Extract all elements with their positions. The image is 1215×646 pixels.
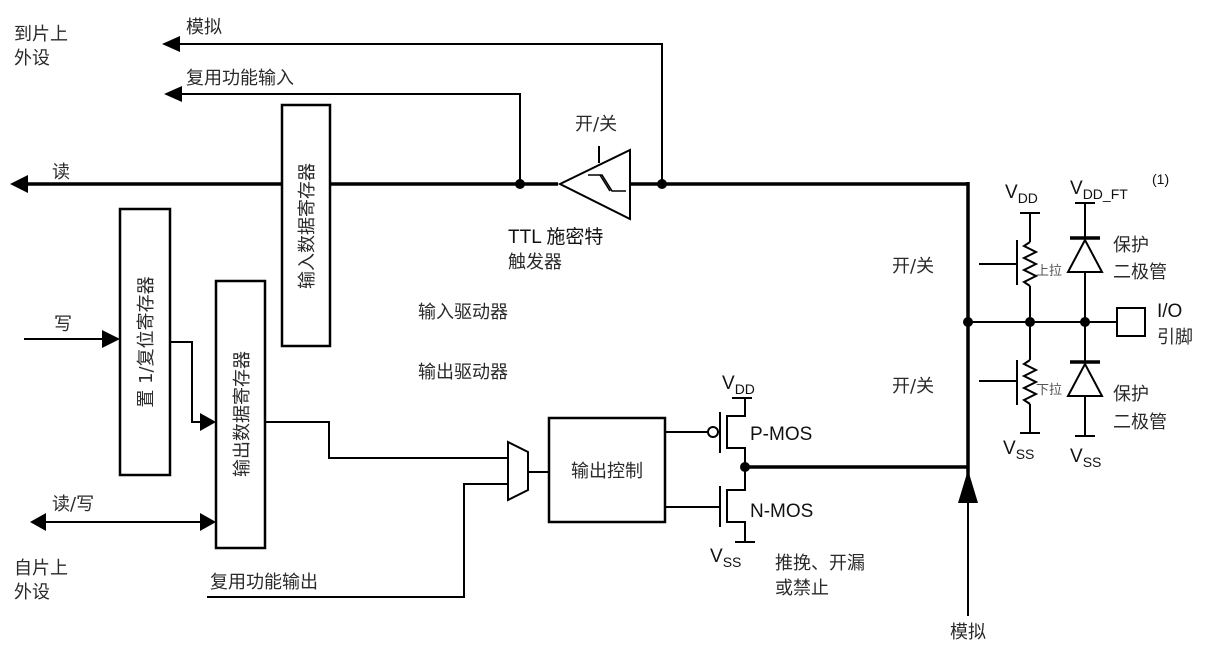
bsrr-to-odr-wire <box>170 341 202 423</box>
multiplexer-icon <box>507 440 529 502</box>
pullup-resistor-icon <box>1021 241 1039 287</box>
upper-diode-label-2: 二极管 <box>1113 262 1167 283</box>
vdd-ft-footnote: (1) <box>1152 171 1169 187</box>
analog-bottom-label: 模拟 <box>950 622 986 643</box>
io-pin-label-2: 引脚 <box>1157 327 1193 348</box>
hysteresis-icon-part <box>599 174 611 192</box>
pull-up-label: 上拉 <box>1036 264 1062 279</box>
alt-function-input-arrow-icon <box>164 86 182 102</box>
output-data-register-label: 输出数据寄存器 <box>232 351 253 477</box>
schmitt-trigger-label-1: TTL 施密特 <box>508 226 603 248</box>
output-control-label: 输出控制 <box>571 461 643 482</box>
bit-set-reset-register-label: 置 1/复位寄存器 <box>136 276 157 407</box>
lower-protection-diode-icon <box>1066 361 1104 397</box>
write-arrow-icon <box>102 330 120 348</box>
pulldown-resistor-icon <box>1021 359 1039 405</box>
pull-down-label: 下拉 <box>1036 383 1062 398</box>
pmos-label: P-MOS <box>750 424 812 445</box>
io-pin-label-1: I/O <box>1157 301 1182 322</box>
alt-function-output-wire <box>207 483 508 598</box>
read-label: 读 <box>52 162 70 183</box>
alt-function-input-wire <box>180 93 521 184</box>
pullup-vdd-label: VDD <box>1005 182 1038 206</box>
input-driver-label: 输入驱动器 <box>418 302 508 323</box>
analog-top-arrow-icon <box>162 36 180 52</box>
bsrr-to-odr-arrow-icon <box>200 413 216 431</box>
analog-bottom-arrow-icon <box>958 470 978 503</box>
input-data-register-box <box>280 103 332 348</box>
nmos-label: N-MOS <box>750 501 813 522</box>
lower-diode-label-1: 保护 <box>1113 384 1149 405</box>
pmos-vdd-label: VDD <box>722 373 755 397</box>
odr-to-mux-wire <box>265 421 508 459</box>
output-driver-label: 输出驱动器 <box>418 362 508 383</box>
schmitt-trigger-icon <box>557 148 631 221</box>
analog-top-wire <box>178 43 663 184</box>
nmos-channel-wire <box>726 467 746 542</box>
read-write-right-arrow-icon <box>200 513 216 531</box>
upper-protection-diode-icon <box>1066 237 1104 273</box>
alt-function-input-label: 复用功能输入 <box>186 68 294 89</box>
alt-function-output-label: 复用功能输出 <box>210 572 318 593</box>
junction-dot <box>963 317 973 327</box>
pullup-on-off-label: 开/关 <box>892 256 934 277</box>
nmos-vss-label: VSS <box>710 546 741 570</box>
schmitt-trigger-label-2: 触发器 <box>508 252 562 273</box>
pulldown-on-off-label: 开/关 <box>892 376 934 397</box>
hysteresis-icon <box>588 174 626 192</box>
from-peripheral-label-2: 外设 <box>14 582 50 603</box>
pulldown-vss-label: VSS <box>1003 438 1034 462</box>
to-peripheral-label-1: 到片上 <box>14 24 68 45</box>
output-mode-label-2: 或禁止 <box>775 578 829 599</box>
read-write-left-arrow-icon <box>30 513 46 531</box>
read-write-label: 读/写 <box>52 494 94 515</box>
junction-dot <box>515 179 525 189</box>
pmos-inversion-bubble-icon <box>707 426 719 438</box>
output-mode-label-1: 推挽、开漏 <box>775 553 865 574</box>
from-peripheral-label-1: 自片上 <box>14 558 68 579</box>
junction-dot <box>657 179 667 189</box>
read-arrow-icon <box>10 175 28 193</box>
vdd-ft-label: VDD_FT <box>1070 178 1128 202</box>
to-peripheral-label-2: 外设 <box>14 48 50 69</box>
write-label: 写 <box>54 314 72 335</box>
input-data-register-label: 输入数据寄存器 <box>297 163 318 289</box>
output-control-box <box>547 416 667 524</box>
analog-top-label: 模拟 <box>186 17 222 38</box>
output-data-register-box <box>214 279 267 550</box>
lower-vss-label: VSS <box>1070 446 1101 470</box>
pmos-channel-wire <box>726 398 746 467</box>
upper-diode-label-1: 保护 <box>1113 235 1149 256</box>
io-pin-icon <box>1116 307 1146 337</box>
lower-diode-label-2: 二极管 <box>1113 412 1167 433</box>
schmitt-on-off-label: 开/关 <box>575 114 617 135</box>
